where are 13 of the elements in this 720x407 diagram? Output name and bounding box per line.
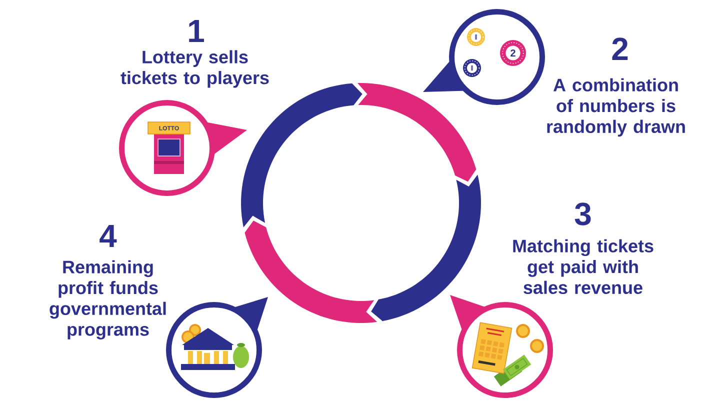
- step-number: 3: [574, 202, 591, 226]
- step-number: 1: [189, 20, 204, 42]
- step-description: Matching tickets get paid with sales revenue: [513, 239, 654, 294]
- ball-number: 2: [510, 50, 516, 56]
- step-description: Lottery sells tickets to players: [120, 50, 269, 88]
- step-number: 2: [612, 38, 628, 60]
- step-number: 4: [100, 225, 117, 247]
- step-description: A combination of numbers is randomly drawn: [547, 78, 685, 137]
- speech-bubble: [423, 9, 545, 105]
- step-description: Remaining profit funds governmental programs: [50, 260, 166, 340]
- speech-bubble: [450, 295, 553, 398]
- speech-bubble: [119, 100, 247, 196]
- speech-bubble: [166, 297, 268, 398]
